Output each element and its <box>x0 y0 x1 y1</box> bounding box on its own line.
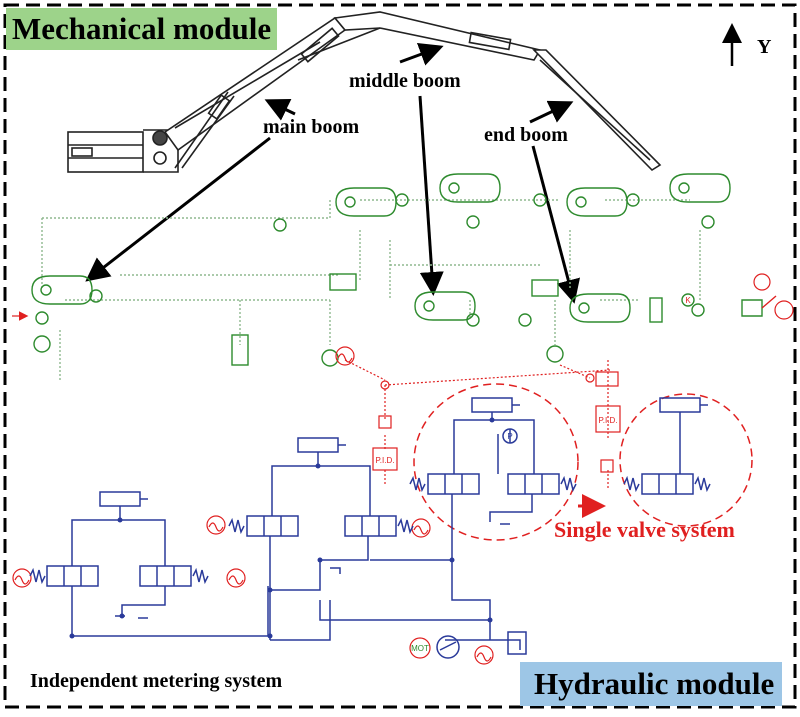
pid-block-b: P.I.D. <box>599 416 618 425</box>
gain-label: K <box>685 296 691 305</box>
outer-dashed-frame <box>3 3 797 709</box>
mechanical-module-tag: Mechanical module <box>6 8 278 50</box>
middle-boom-label: middle boom <box>349 70 461 92</box>
hydraulic-module-tag: Hydraulic module <box>520 662 783 706</box>
main-boom-label: main boom <box>263 116 360 138</box>
component-text: P.I.D. P.I.D. MOT P K <box>376 296 692 653</box>
single-valve-circle-b <box>619 393 753 527</box>
label-arrows <box>85 42 581 304</box>
single-valve-system-label: Single valve system <box>554 517 735 542</box>
boom-mechanism <box>67 11 662 173</box>
independent-metering-system-label: Independent metering system <box>30 670 283 692</box>
pressure-sensor-label: P <box>507 432 512 441</box>
hydraulic-schematic <box>29 397 711 659</box>
single-valve-circle-a <box>413 383 579 541</box>
mechanical-schematic <box>31 173 777 380</box>
end-boom-label: end boom <box>484 124 568 146</box>
pid-block-a: P.I.D. <box>376 456 395 465</box>
y-axis-label: Y <box>757 36 772 58</box>
pump-motor-label: MOT <box>411 644 429 653</box>
control-signal-lines <box>12 273 794 665</box>
